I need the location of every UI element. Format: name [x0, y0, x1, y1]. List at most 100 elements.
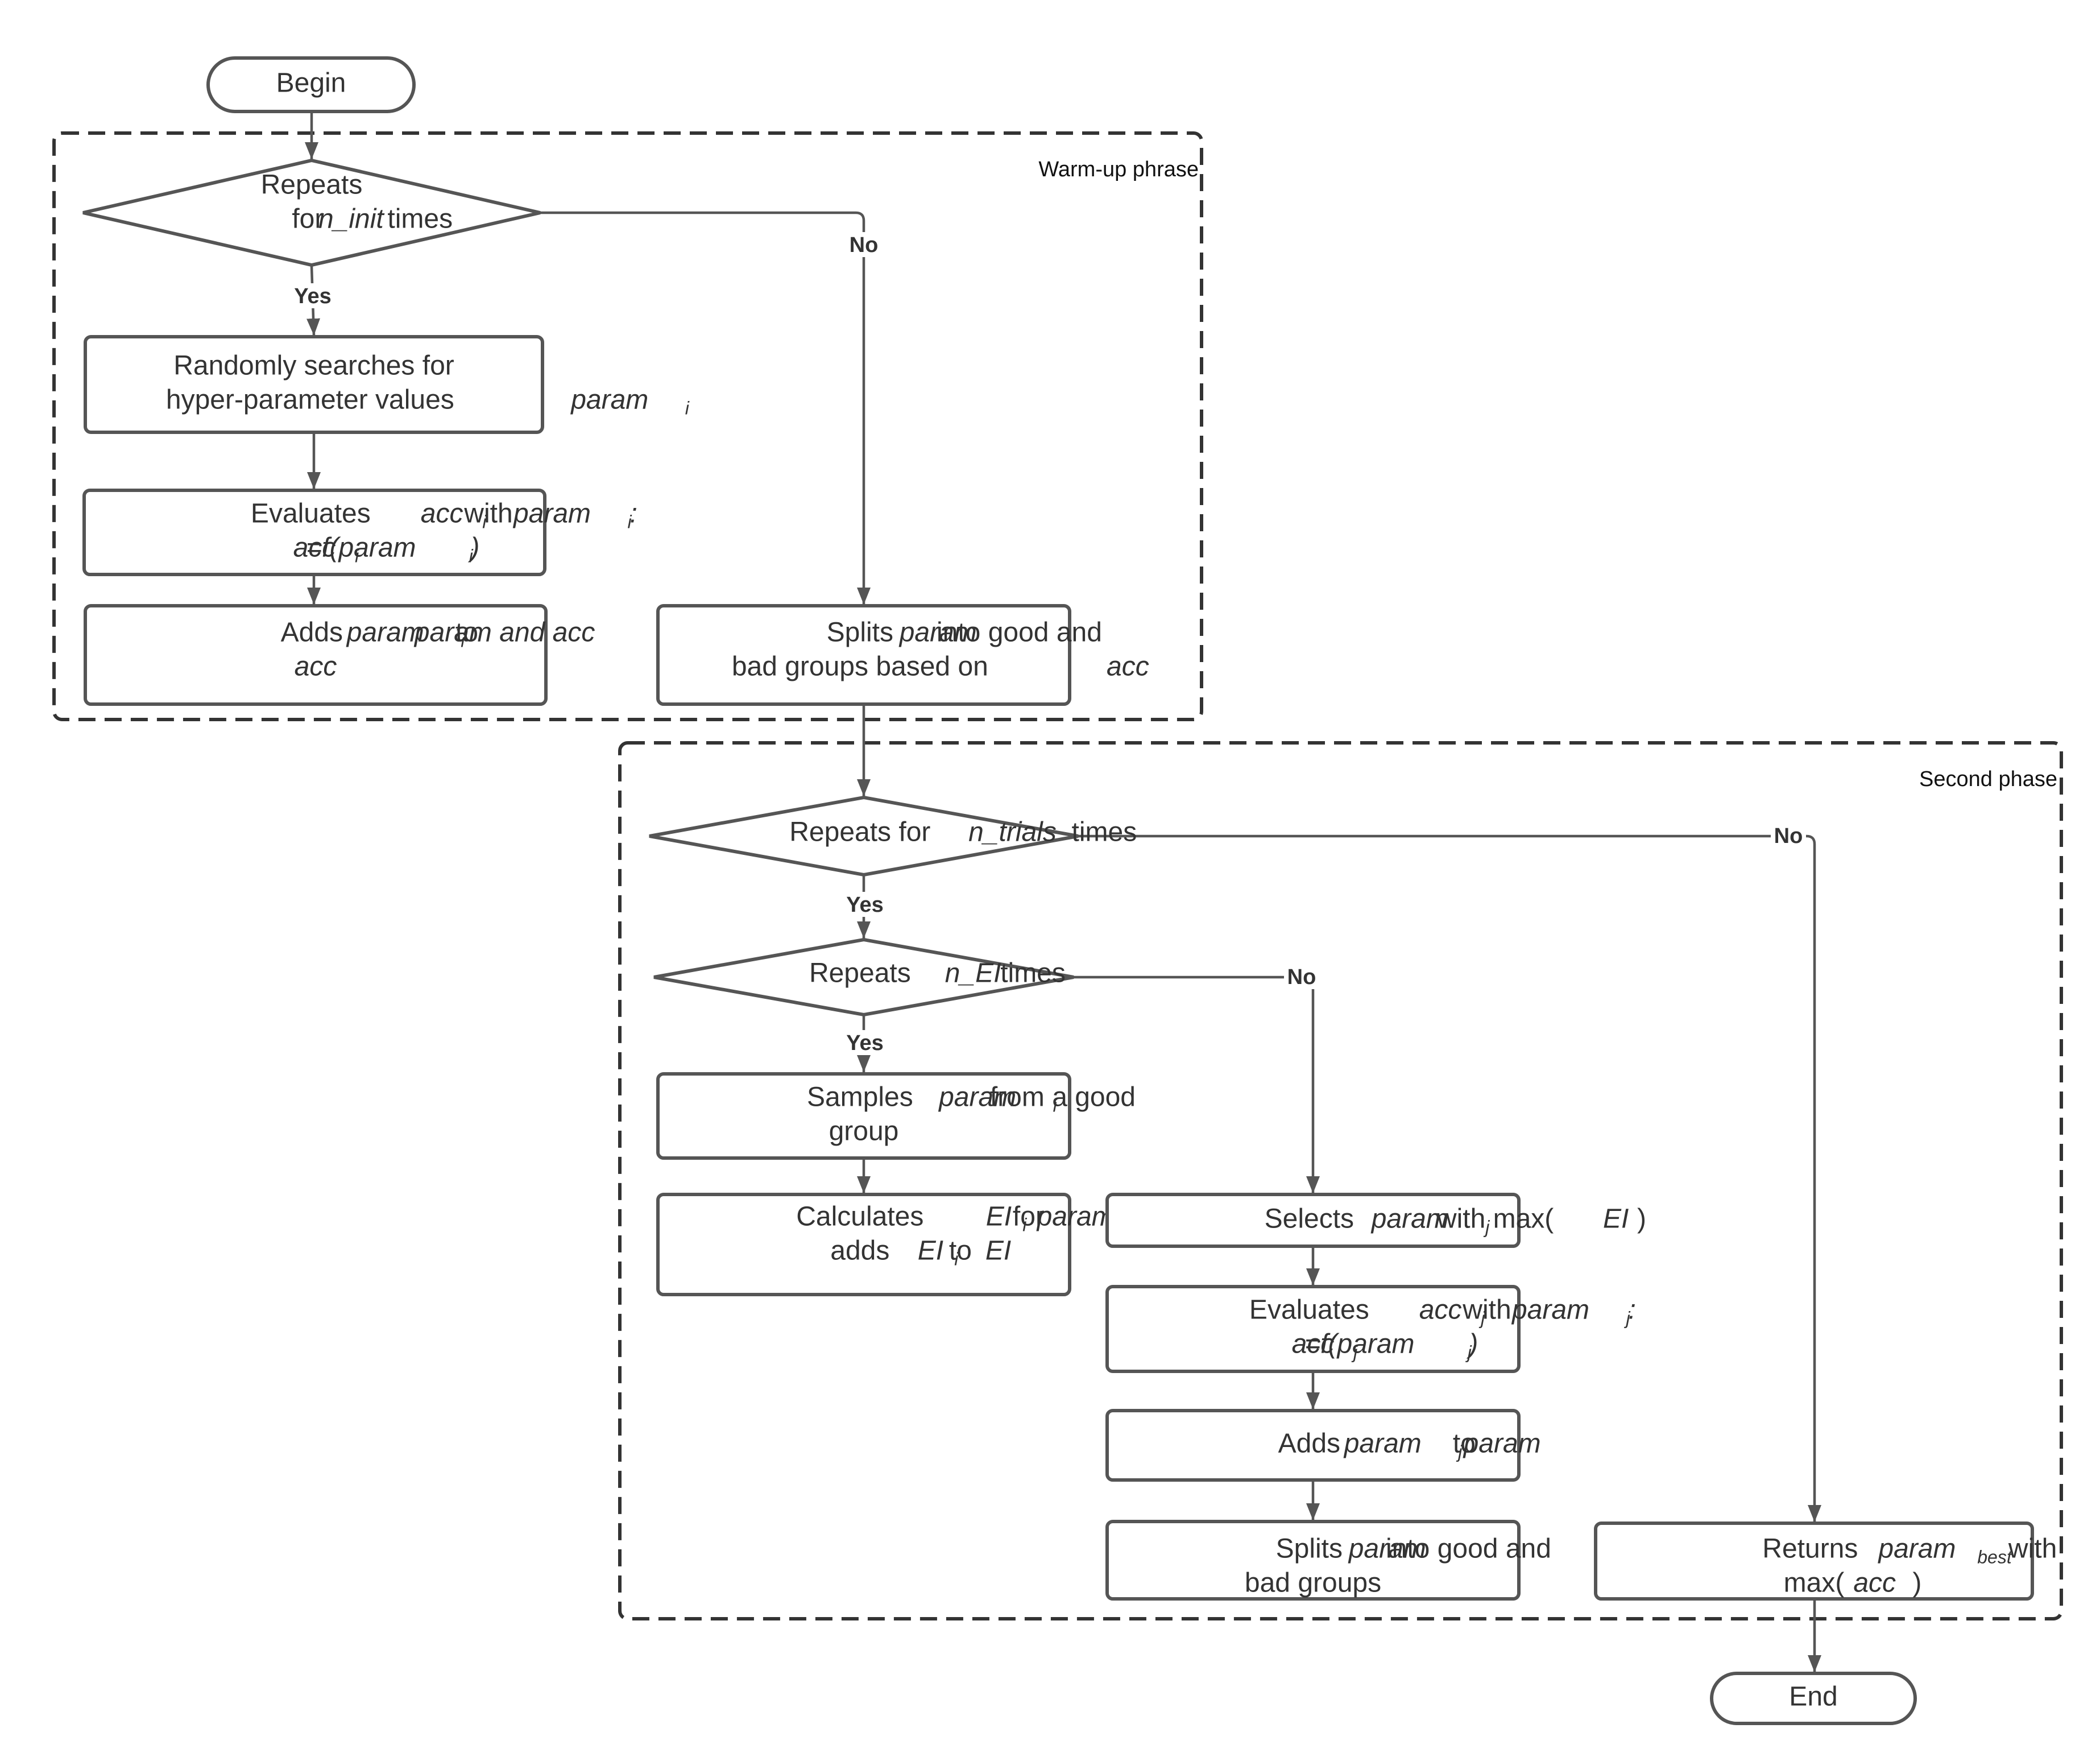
label-run: acc [1853, 1568, 1896, 1598]
random-search-node-text: Randomly searches for hyper-parameter val… [166, 351, 690, 419]
label-run: with [1455, 1295, 1519, 1325]
sample-node: Samples param i from a good group [656, 1072, 1136, 1160]
label-run: times [993, 958, 1066, 989]
label-run: to [1445, 1429, 1484, 1459]
edge-label-ei-no: No [1287, 965, 1316, 989]
label-run: times [1064, 817, 1137, 847]
label-run: with [2001, 1534, 2057, 1564]
label-run: EI [986, 1202, 1012, 1232]
edge-label-ei-yes: Yes [846, 1031, 884, 1055]
label-run: =f(param [1304, 1329, 1414, 1359]
edge-label-bg [1771, 823, 1806, 848]
label-run: times [380, 204, 453, 234]
edge-label-init-no: No [850, 233, 879, 257]
label-run: EI [918, 1236, 943, 1266]
label-run: EI [985, 1236, 1011, 1266]
label-run: Evaluates [251, 499, 378, 529]
edge-label-init-yes: Yes [294, 284, 332, 308]
label-run: i [355, 545, 359, 566]
label-run: i [482, 511, 487, 532]
label-run: acc [1107, 652, 1149, 682]
edge-label-trials-no: No [1774, 824, 1803, 848]
label-run: for [1005, 1202, 1053, 1232]
label-run: bad groups [1245, 1568, 1381, 1598]
edge-label-bg [842, 892, 888, 917]
label-run: i [627, 511, 632, 532]
label-run: acc [421, 499, 463, 529]
edge-label-bg [842, 1030, 888, 1055]
label-run: ) [1912, 1568, 1921, 1598]
edge-labels: No Yes Yes No Yes No [290, 232, 1806, 1055]
label-run: to [448, 618, 486, 648]
label-run: Randomly searches for [173, 351, 454, 381]
label-run: Samples [807, 1082, 921, 1113]
label-run: with [457, 499, 520, 529]
label-run: group [829, 1117, 899, 1147]
edge-label-trials-yes: Yes [846, 893, 884, 917]
begin-node-text: Begin [276, 68, 346, 98]
end-node-text: End [1789, 1682, 1837, 1712]
label-run: param [1877, 1534, 1956, 1564]
split-groups-node: Splits param into good and bad groups [1105, 1520, 1551, 1601]
edge-label-bg [290, 283, 335, 308]
label-run: ) [1466, 1329, 1478, 1359]
second-phase-border [618, 741, 2063, 1620]
random-search-node: Randomly searches for hyper-parameter val… [84, 335, 690, 434]
sample-node-text: Samples param i from a good group [807, 1082, 1136, 1147]
label-run: adds [830, 1236, 897, 1266]
label-run: i [1053, 1095, 1058, 1115]
label-run: param [1348, 1534, 1426, 1564]
label-run: acc [293, 533, 336, 563]
label-run: i [461, 630, 465, 651]
label-run: Calculates [796, 1202, 931, 1232]
label-run: EI [1603, 1204, 1629, 1234]
label-run: param [1343, 1429, 1422, 1459]
label-run: i [469, 545, 474, 566]
repeat-ei-decision-text: Repeats n_EI times [809, 958, 1066, 989]
label-run: param [512, 499, 591, 529]
label-run: to [942, 1236, 980, 1266]
label-run: : [1628, 1295, 1635, 1325]
label-run: for [292, 204, 331, 234]
label-run: Returns [1762, 1534, 1865, 1564]
label-run: into good and [1378, 1534, 1551, 1564]
label-run: ) [1637, 1204, 1646, 1234]
label-run: Begin [276, 68, 346, 98]
end-node: End [1710, 1672, 1917, 1725]
label-run: hyper-parameter values [166, 385, 462, 415]
label-run: acc [295, 652, 337, 682]
label-run: Splits [1276, 1534, 1351, 1564]
label-run: param [938, 1082, 1016, 1113]
label-run: n_EI [945, 958, 1001, 989]
label-run: n_trials [968, 817, 1057, 847]
label-run: acc [1419, 1295, 1462, 1325]
label-run: =f(param [306, 533, 416, 563]
label-run: param [570, 385, 648, 415]
edge-repeat-init-no [540, 211, 871, 605]
label-run: max( [1784, 1568, 1845, 1598]
warmup-phase: Warm-up phrase [52, 131, 1203, 721]
label-run: from a good [983, 1082, 1136, 1113]
edge-label-bg [846, 232, 881, 257]
repeat-ei-decision: Repeats n_EI times [653, 937, 1074, 1017]
label-run: param [1036, 1202, 1115, 1232]
label-run: param [898, 618, 977, 648]
split-groups-node-text: Splits param into good and bad groups [1245, 1534, 1551, 1598]
label-run: End [1789, 1682, 1837, 1712]
label-run: param [1463, 1429, 1541, 1459]
second-phase: Second phase [618, 741, 2063, 1620]
warmup-phase-border [52, 131, 1203, 721]
